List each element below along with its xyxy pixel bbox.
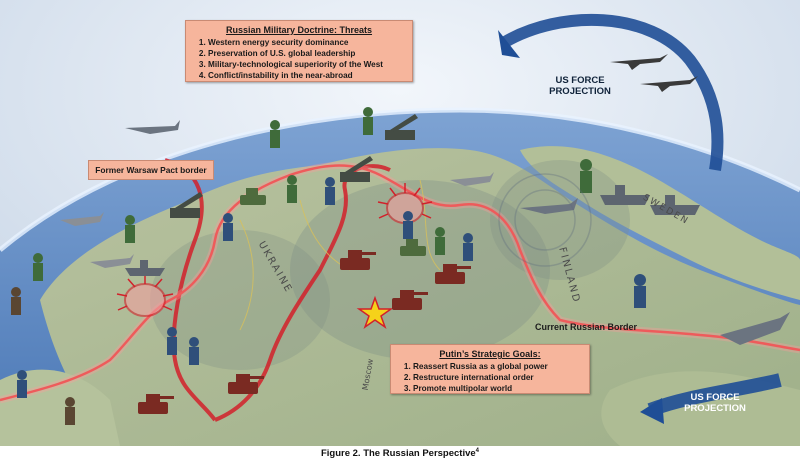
goals-title: Putin’s Strategic Goals: (439, 349, 541, 359)
goals-box: Putin’s Strategic Goals: Reassert Russia… (390, 344, 590, 394)
goal-item: Restructure international order (413, 372, 583, 383)
us-force-arrow-top (501, 13, 724, 171)
tank-icon-green (240, 188, 426, 256)
threats-title: Russian Military Doctrine: Threats (225, 25, 373, 35)
aircraft-icon (60, 54, 790, 345)
moscow-star-icon (356, 295, 394, 329)
missile-launcher-icon (170, 114, 418, 218)
us-force-arrow-bottom (647, 373, 782, 417)
goal-item: Reassert Russia as a global power (413, 361, 583, 372)
zone-shade (290, 180, 550, 360)
zone-shade (150, 230, 330, 370)
radar-ring (498, 173, 592, 267)
warship-icon (125, 185, 700, 276)
soldier-icon-brown (11, 287, 75, 425)
us-force-arrow-bottom-head (640, 398, 664, 424)
us-force-projection-label-top: US FORCE PROJECTION (549, 75, 611, 97)
threat-burst-ukraine (377, 183, 433, 224)
threats-list: Western energy security dominance Preser… (192, 37, 406, 81)
threat-item: Military-technological superiority of th… (208, 59, 406, 70)
threat-burst-baltic (116, 274, 174, 317)
tank-icon-red (138, 250, 471, 414)
figure-caption: Figure 2. The Russian Perspective4 (0, 448, 800, 459)
soldier-icon-blue (17, 177, 646, 398)
us-force-arrow-top-head (498, 30, 520, 58)
radar-ring (514, 189, 576, 251)
goal-item: Promote multipolar world (413, 383, 583, 394)
caption-text: Figure 2. The Russian Perspective (320, 448, 476, 460)
landmass-south (0, 369, 120, 446)
threat-item: Conflict/instability in the near-abroad (208, 70, 406, 81)
threat-item: Western energy security dominance (208, 37, 406, 48)
zone-shade (490, 160, 630, 280)
current-border-label: Current Russian Border (535, 322, 638, 332)
warsaw-border-label: Former Warsaw Pact border (88, 160, 214, 180)
caption-footnote: 4 (475, 448, 480, 454)
threat-item: Preservation of U.S. global leadership (208, 48, 406, 59)
landmass-europe (40, 148, 800, 446)
threats-box: Russian Military Doctrine: Threats Weste… (185, 20, 413, 82)
us-force-projection-label-bottom: US FORCE PROJECTION (684, 392, 746, 414)
soldier-icon-green (33, 107, 592, 281)
goals-list: Reassert Russia as a global power Restru… (397, 361, 583, 394)
